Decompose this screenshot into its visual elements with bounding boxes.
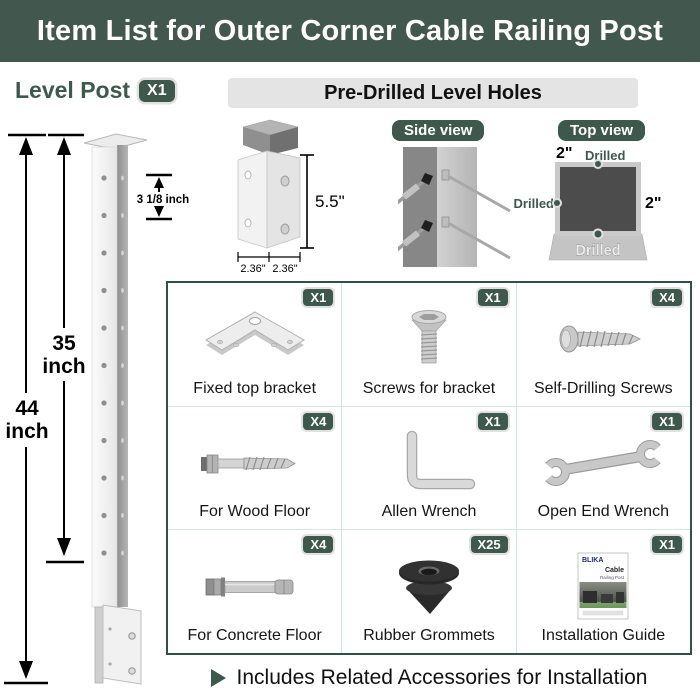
item-cell-allen-wrench: X1 Allen Wrench (342, 406, 516, 530)
guide-brand: BLIKA (582, 557, 603, 564)
dimension-hole-spacing: 3 1/8 inch (137, 173, 189, 221)
qty-badge: X4 (303, 536, 334, 554)
qty-badge: X4 (303, 412, 334, 430)
qty-badge: X1 (652, 536, 682, 554)
item-label: Fixed top bracket (193, 379, 317, 397)
top-view-dim-right: 2" (645, 195, 662, 212)
item-label: Rubber Grommets (363, 626, 495, 644)
side-view-image (398, 147, 511, 267)
post-bottom-bracket (94, 604, 142, 685)
dim-base-left-label: 2.36" (240, 263, 265, 275)
top-view-image: Drilled (548, 159, 648, 261)
top-view-badge: Top view (558, 120, 646, 141)
qty-badge: X1 (477, 289, 508, 306)
title-banner: Item List for Outer Corner Cable Railing… (0, 0, 700, 62)
item-label: Open End Wrench (537, 503, 669, 521)
item-cell-wood-floor-screw: X4 For Wood Floor (168, 406, 342, 530)
qty-badge: X25 (470, 536, 508, 554)
corner-bracket-image (237, 119, 301, 249)
concrete-anchor-image (168, 552, 341, 621)
dimension-35-inch: 35 inch (42, 137, 86, 564)
footer-note-text: Includes Related Accessories for Install… (236, 666, 648, 689)
level-post-qty-badge: X1 (139, 79, 175, 102)
item-label: Self-Drilling Screws (533, 379, 673, 397)
dim-44-unit: inch (5, 420, 48, 443)
item-cell-fixed-top-bracket: X1 Fixed top bracket (168, 283, 342, 406)
allen-wrench-image (342, 429, 515, 498)
corner-bracket-diagram: 5.5" 2.36" 2.36" (237, 119, 345, 275)
dimension-44-inch: 44 inch (4, 137, 49, 685)
installation-guide-image: BLIKA Cable Railing Post (517, 552, 690, 621)
qty-badge: X4 (652, 289, 682, 306)
post-side-holes (121, 175, 124, 556)
items-grid: X1 Fixed top bracket X1 (166, 281, 692, 655)
side-view-badge: Side view (392, 120, 485, 141)
post-illustration (83, 133, 148, 685)
level-post-label: Level Post (15, 77, 131, 103)
top-view-dim-top: 2" (556, 145, 573, 162)
dimension-bracket-height: 5.5" (300, 154, 345, 249)
dim-35-value: 35 (52, 332, 76, 355)
item-label: For Wood Floor (199, 503, 311, 521)
pre-drilled-holes-header: Pre-Drilled Level Holes (228, 78, 638, 108)
item-cell-installation-guide: X1 BLIKA Cable Railing Post (516, 530, 690, 653)
level-post-diagram: 44 inch 35 inch (4, 133, 189, 685)
item-label: For Concrete Floor (187, 626, 322, 644)
item-cell-screws-for-bracket: X1 Screws for bracket (342, 283, 516, 406)
side-view-cables (398, 169, 511, 260)
bracket-screw-image (342, 305, 515, 374)
rubber-grommet-image (342, 552, 515, 621)
guide-subtitle: Railing Post (600, 575, 625, 580)
qty-badge: X1 (652, 412, 682, 430)
qty-badge: X1 (303, 289, 334, 306)
play-triangle-icon (210, 669, 226, 687)
dim-base-right-label: 2.36" (272, 263, 297, 275)
top-view-drilled-top-label: Drilled (585, 148, 626, 163)
item-cell-self-drilling-screws: X4 Self-Drilling Screws (516, 283, 690, 406)
page-title: Item List for Outer Corner Cable Railing… (36, 15, 664, 47)
dim-bracket-height-label: 5.5" (315, 192, 345, 211)
item-label: Installation Guide (541, 626, 666, 644)
post-front-holes (101, 175, 107, 556)
dim-35-unit: inch (42, 355, 85, 378)
dim-44-value: 44 (15, 397, 39, 420)
item-cell-rubber-grommets: X25 Rubber Grommets (342, 530, 516, 653)
drilled-hole-top (593, 159, 603, 169)
qty-badge: X1 (477, 412, 508, 430)
item-cell-open-end-wrench: X1 Open End Wrench (516, 406, 690, 530)
item-label: Screws for bracket (362, 379, 496, 397)
level-post-heading: Level Post X1 (15, 77, 175, 104)
footer-note: Includes Related Accessories for Install… (166, 660, 692, 696)
top-view-drilled-left-label: Drilled (513, 196, 554, 211)
item-cell-concrete-anchor: X4 For Concrete Floor (168, 530, 342, 653)
item-label: Allen Wrench (381, 503, 477, 521)
lag-bolt-image (168, 429, 341, 498)
fixed-top-bracket-image (168, 305, 341, 374)
drilled-hole-left (552, 198, 562, 208)
dimension-bracket-base: 2.36" 2.36" (237, 252, 301, 275)
guide-title: Cable (605, 567, 624, 574)
self-drilling-screw-image (517, 305, 690, 374)
dim-spacing-label: 3 1/8 inch (137, 194, 189, 206)
top-view-drilled-bottom-label: Drilled (575, 243, 620, 259)
open-end-wrench-image (517, 429, 690, 498)
drilled-hole-bottom (592, 228, 604, 240)
